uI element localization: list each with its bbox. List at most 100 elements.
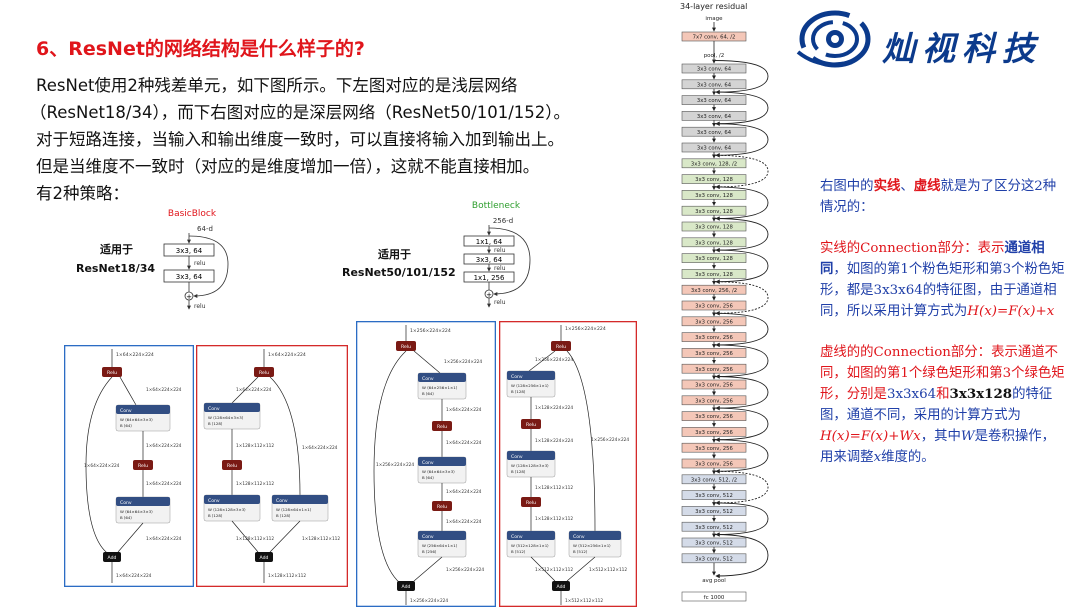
svg-text:Conv: Conv xyxy=(276,498,288,504)
resnet34-layer-label: 3x3 conv, 128 xyxy=(695,256,733,262)
intro-line: 有2种策略： xyxy=(36,184,129,203)
svg-text:1×128×224×224: 1×128×224×224 xyxy=(535,438,573,444)
identity-shortcut xyxy=(713,407,769,442)
bottleneck-relu-out: relu xyxy=(494,299,506,306)
svg-text:Conv: Conv xyxy=(120,408,132,414)
slide-title: 6、ResNet的网络结构是什么样子的? xyxy=(36,38,365,60)
resnet34-layer-label: 3x3 conv, 512 xyxy=(695,525,733,531)
identity-shortcut xyxy=(713,60,769,95)
svg-text:Conv: Conv xyxy=(511,454,523,460)
svg-text:1×256×224×224: 1×256×224×224 xyxy=(410,328,451,334)
resnet34-layer-label: 3x3 conv, 64 xyxy=(697,130,732,136)
resnet34-layer-label: 3x3 conv, 256 xyxy=(695,398,733,404)
basicblock-title: BasicBlock xyxy=(168,209,217,219)
svg-text:1×256×224×224: 1×256×224×224 xyxy=(565,326,606,332)
graph-b-relu2 xyxy=(222,460,242,470)
resnet34-layer-label: 3x3 conv, 256 xyxy=(695,335,733,341)
resnet34-diagram: 34-layer residual image 7x7 conv, 64, /2… xyxy=(680,2,769,602)
resnet34-title: 34-layer residual xyxy=(680,2,747,11)
bottleneck-layer3-label: 1x1, 256 xyxy=(474,274,505,282)
svg-text:W ⟨64×64×3×3⟩: W ⟨64×64×3×3⟩ xyxy=(422,469,455,474)
identity-shortcut xyxy=(713,123,769,158)
svg-text:B ⟨128⟩: B ⟨128⟩ xyxy=(276,513,291,518)
svg-text:1×64×224×224: 1×64×224×224 xyxy=(302,445,338,451)
graph-c-add xyxy=(397,581,415,591)
svg-text:1×128×112×112: 1×128×112×112 xyxy=(268,573,306,579)
resnet34-layer-label: 3x3 conv, 256 xyxy=(695,430,733,436)
identity-shortcut xyxy=(713,249,769,284)
svg-text:1×256×224×224: 1×256×224×224 xyxy=(446,567,484,573)
resnet34-layer-label: 3x3 conv, 256 xyxy=(695,304,733,310)
resnet34-fc-label: fc 1000 xyxy=(704,595,725,601)
svg-text:1×512×112×112: 1×512×112×112 xyxy=(565,598,603,604)
svg-text:B ⟨512⟩: B ⟨512⟩ xyxy=(573,549,588,554)
svg-text:Relu: Relu xyxy=(259,370,269,376)
svg-text:Add: Add xyxy=(402,584,411,590)
identity-shortcut xyxy=(713,344,769,379)
graph-c-relu1 xyxy=(396,341,416,351)
svg-text:1×64×224×224: 1×64×224×224 xyxy=(268,352,306,358)
svg-text:W ⟨512×256×1×1⟩: W ⟨512×256×1×1⟩ xyxy=(573,543,611,548)
svg-text:1×128×112×112: 1×128×112×112 xyxy=(236,443,274,449)
dashed-line-term: 虚线 xyxy=(913,178,941,194)
svg-text:1×64×224×224: 1×64×224×224 xyxy=(146,443,182,449)
svg-text:Add: Add xyxy=(108,555,117,561)
resnet34-pool: pool, /2 xyxy=(704,53,725,59)
svg-text:Relu: Relu xyxy=(526,500,536,506)
formula-identity: H(x)=F(x)+x xyxy=(967,304,1055,319)
resnet34-layer-label: 3x3 conv, 512 xyxy=(695,541,733,547)
resnet34-layer-label: 3x3 conv, 256 xyxy=(695,351,733,357)
graph-bottleneck-identity: 1×256×224×224 Relu 1×256×224×224 1×256×2… xyxy=(356,321,496,607)
svg-text:B ⟨256⟩: B ⟨256⟩ xyxy=(422,549,437,554)
bottleneck-layer1-label: 1x1, 64 xyxy=(476,238,503,246)
formula-projection: H(x)=F(x)+Wx xyxy=(820,429,921,444)
svg-text:B ⟨128⟩: B ⟨128⟩ xyxy=(208,421,223,426)
projection-shortcut xyxy=(713,281,769,316)
graph-d-relu2 xyxy=(521,419,541,429)
svg-text:W ⟨64×256×1×1⟩: W ⟨64×256×1×1⟩ xyxy=(422,385,458,390)
intro-line: 对于短路连接，当输入和输出维度一致时，可以直接将输入加到输出上。 xyxy=(36,130,564,149)
svg-text:B ⟨64⟩: B ⟨64⟩ xyxy=(422,391,434,396)
svg-text:1×64×224×224: 1×64×224×224 xyxy=(446,519,482,525)
svg-text:1×256×224×224: 1×256×224×224 xyxy=(591,437,629,443)
intro-line: （ResNet18/34），而下右图对应的是深层网络（ResNet50/101/… xyxy=(30,103,571,122)
resnet34-layer-label: 3x3 conv, 128 xyxy=(695,193,733,199)
svg-text:1×64×224×224: 1×64×224×224 xyxy=(116,573,152,579)
svg-text:W ⟨128×256×1×1⟩: W ⟨128×256×1×1⟩ xyxy=(511,383,549,388)
resnet34-layer-label: 3x3 conv, 256 xyxy=(695,319,733,325)
identity-shortcut xyxy=(713,91,769,126)
svg-text:Relu: Relu xyxy=(138,463,148,469)
svg-text:1×64×224×224: 1×64×224×224 xyxy=(146,387,182,393)
svg-text:Relu: Relu xyxy=(556,344,566,350)
graph-d-add xyxy=(552,581,570,591)
graph-d-relu1 xyxy=(551,341,571,351)
intro-line: ResNet使用2种残差单元，如下图所示。下左图对应的是浅层网络 xyxy=(36,76,518,95)
graph-a-skip-label: 1×64×224×224 xyxy=(84,463,120,469)
identity-shortcut xyxy=(713,376,769,411)
graph-d-relu3 xyxy=(521,497,541,507)
resnet34-layer-label: 3x3 conv, 512 xyxy=(695,556,733,562)
graph-a-relu1 xyxy=(102,367,122,377)
identity-shortcut xyxy=(713,218,769,253)
basicblock-input: 64-d xyxy=(197,225,213,233)
basicblock-model: ResNet18/34 xyxy=(76,262,155,275)
resnet34-avgpool: avg pool xyxy=(702,578,726,584)
svg-text:1×64×224×224: 1×64×224×224 xyxy=(146,481,182,487)
bottleneck-input: 256-d xyxy=(493,217,513,225)
graph-a-top: 1×64×224×224 xyxy=(116,352,154,358)
svg-text:1×128×112×112: 1×128×112×112 xyxy=(535,516,573,522)
svg-text:Add: Add xyxy=(260,555,269,561)
residual-blocks-diagram: BasicBlock 64-d 3x3, 64 relu 3x3, 64 + r… xyxy=(76,201,531,310)
svg-text:B ⟨128⟩: B ⟨128⟩ xyxy=(208,513,223,518)
svg-text:1×64×224×224: 1×64×224×224 xyxy=(236,387,272,393)
svg-text:1×128×112×112: 1×128×112×112 xyxy=(535,485,573,491)
identity-shortcut xyxy=(713,312,769,348)
bottleneck-title: Bottleneck xyxy=(472,201,521,211)
resnet34-layer-label: 3x3 conv, 128 xyxy=(695,240,733,246)
svg-text:1×256×224×224: 1×256×224×224 xyxy=(535,357,573,363)
resnet34-layer-label: 3x3 conv, 64 xyxy=(697,98,732,104)
resnet34-layer-label: 3x3 conv, 256 xyxy=(695,414,733,420)
intro-line: 但是当维度不一致时（对应的是维度增加一倍），这就不能直接相加。 xyxy=(36,157,540,176)
svg-text:W ⟨512×128×1×1⟩: W ⟨512×128×1×1⟩ xyxy=(511,543,549,548)
resnet34-layer-label: 3x3 conv, 64 xyxy=(697,146,732,152)
